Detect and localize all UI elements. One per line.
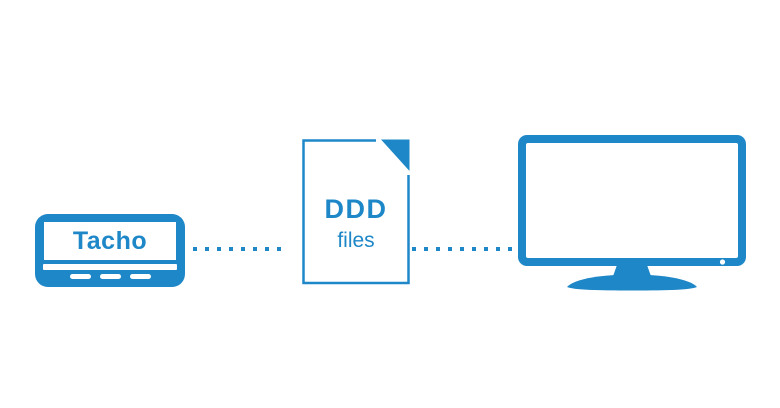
tacho-label: Tacho: [72, 226, 148, 255]
file-title: DDD: [324, 194, 388, 224]
document-outline: [302, 139, 410, 285]
monitor-icon: [518, 135, 746, 292]
monitor-screen: [526, 143, 738, 258]
tacho-button: [99, 274, 121, 279]
dotted-connector-tacho-to-file: [193, 247, 288, 251]
ddd-file-icon: DDD files: [302, 139, 410, 285]
tacho-card-slot: [43, 264, 177, 270]
tacho-button: [129, 274, 151, 279]
monitor-graphic: [518, 135, 746, 291]
tacho-buttons: [35, 274, 185, 279]
tachograph-icon: Tacho: [35, 214, 185, 287]
dotted-connector-file-to-computer: [412, 247, 512, 251]
tacho-button: [69, 274, 91, 279]
monitor-power-led-icon: [719, 259, 726, 265]
document-body: [302, 139, 410, 285]
monitor-stand-base: [567, 274, 697, 291]
folded-corner-icon: [381, 139, 410, 171]
tacho-display: Tacho: [44, 222, 176, 260]
file-subtitle: files: [337, 229, 375, 252]
